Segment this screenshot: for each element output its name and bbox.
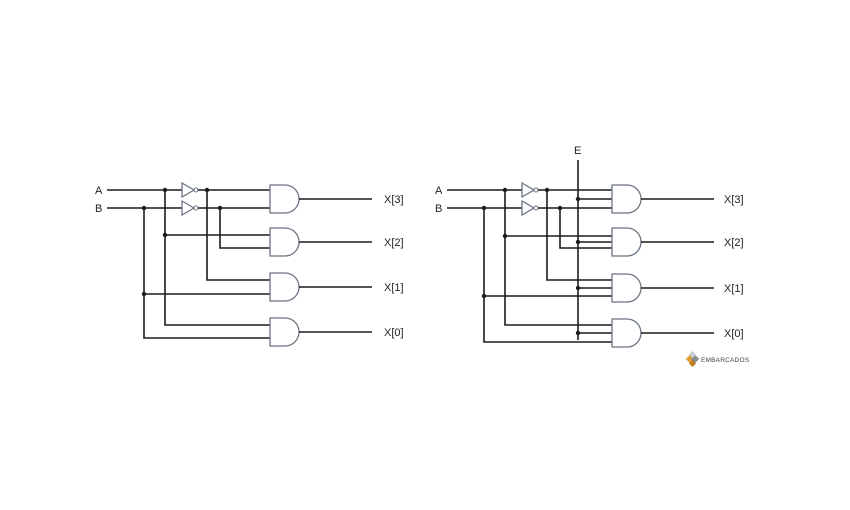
right-junction <box>557 205 563 211</box>
left-and-gate-1 <box>269 272 300 302</box>
right-junction <box>575 196 581 202</box>
right-junction <box>575 330 581 336</box>
left-output-label-2: X[2] <box>384 237 404 249</box>
embarcados-logo-icon <box>685 350 700 368</box>
right-output-label-1: X[1] <box>724 283 744 295</box>
left-bus-abar <box>206 190 270 281</box>
right-and-gate-0 <box>611 318 642 348</box>
left-junction <box>141 291 147 297</box>
right-enable-label: E <box>574 145 581 157</box>
right-junction <box>481 205 487 211</box>
right-input-b-label: B <box>435 203 442 215</box>
left-bus-bbar <box>219 208 270 249</box>
right-bus-abar <box>546 190 612 281</box>
right-junction <box>502 233 508 239</box>
right-and-gate-2 <box>611 227 642 257</box>
right-input-a-label: A <box>435 185 443 197</box>
right-junction <box>575 239 581 245</box>
right-inverter-b-bubble <box>533 205 539 211</box>
left-inverter-a-bubble <box>193 187 199 193</box>
right-output-label-3: X[3] <box>724 194 744 206</box>
left-input-b-label: B <box>95 203 102 215</box>
left-junction <box>204 187 210 193</box>
left-output-label-0: X[0] <box>384 327 404 339</box>
left-junction <box>217 205 223 211</box>
left-bus-a <box>164 190 270 326</box>
right-junction <box>575 285 581 291</box>
left-bus-b <box>143 208 270 339</box>
left-decoder: A B X[3] <box>95 181 404 347</box>
left-output-label-1: X[1] <box>384 282 404 294</box>
right-decoder: A B E <box>435 145 744 348</box>
right-and-gate-3 <box>611 184 642 214</box>
left-input-a-label: A <box>95 185 103 197</box>
left-output-label-3: X[3] <box>384 194 404 206</box>
right-bus-b <box>483 208 612 343</box>
right-junction <box>502 187 508 193</box>
right-bus-bbar <box>559 208 612 249</box>
left-junction <box>141 205 147 211</box>
left-junction <box>162 187 168 193</box>
right-and-gate-1 <box>611 273 642 303</box>
left-and-gate-2 <box>269 227 300 257</box>
left-junction <box>162 232 168 238</box>
left-and-gate-3 <box>269 184 300 214</box>
right-inverter-b <box>521 199 536 217</box>
right-inverter-a-bubble <box>533 187 539 193</box>
right-junction <box>544 187 550 193</box>
right-bus-a <box>504 190 612 326</box>
right-inverter-a <box>521 181 536 199</box>
left-and-gate-0 <box>269 317 300 347</box>
right-junction <box>481 293 487 299</box>
left-inverter-b <box>181 199 196 217</box>
left-inverter-b-bubble <box>193 205 199 211</box>
left-inverter-a <box>181 181 196 199</box>
embarcados-logo: EMBARCADOS <box>685 350 750 368</box>
right-output-label-0: X[0] <box>724 328 744 340</box>
embarcados-logo-text: EMBARCADOS <box>701 357 750 364</box>
right-output-label-2: X[2] <box>724 237 744 249</box>
